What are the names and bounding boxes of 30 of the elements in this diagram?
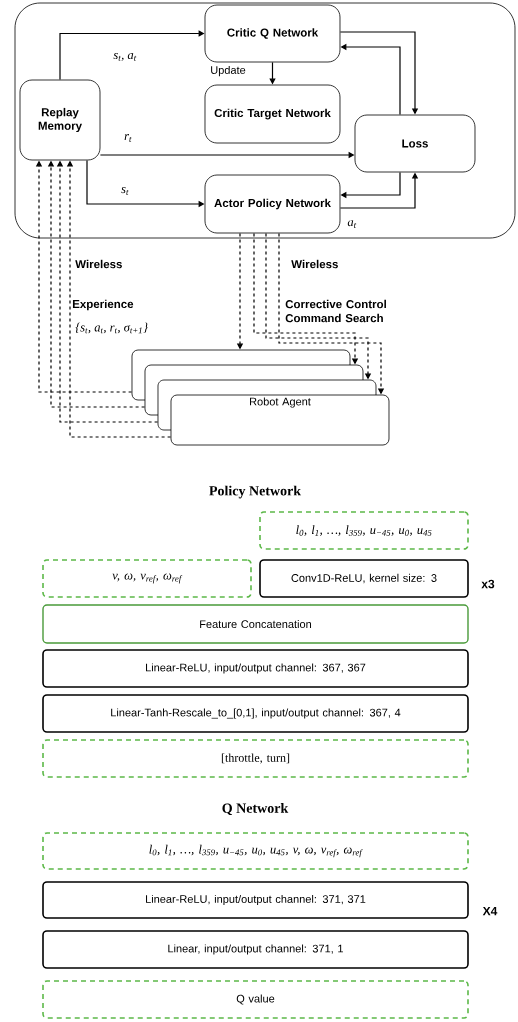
wireless-label: Wireless xyxy=(291,259,338,269)
repeat-label: x3 xyxy=(481,579,495,589)
process-box: Loss xyxy=(354,114,476,173)
edge-label: s$_{t}$, a$_{t}$ xyxy=(112,52,138,62)
input-box: v, ω, v$_{ref}$, ω$_{ref}$ xyxy=(42,559,252,598)
process-box: Critic Q Network xyxy=(204,4,341,63)
process-box: Replay Memory xyxy=(19,79,101,161)
section-heading: Policy Network xyxy=(209,485,302,499)
edge-label: a$_{t}$ xyxy=(346,219,358,229)
experience-label: Experience xyxy=(72,299,134,311)
edge-label: r$_{t}$ xyxy=(123,133,133,143)
process-box: Actor Policy Network xyxy=(204,174,341,234)
wireless-label: Wireless xyxy=(75,259,122,269)
layer-box: Linear-ReLU, input/output channel: 367, 367 xyxy=(42,649,469,688)
section-heading: Q Network xyxy=(222,803,289,815)
tuple-label: {s$_{t}$, a$_{t}$, r$_{t}$, σ$_{t+1}$} xyxy=(75,322,148,334)
repeat-label: X4 xyxy=(482,906,498,916)
input-box: l$_{0}$, l$_{1}$, …, l$_{359}$, u$_{−45}$, u$_{0}$, u$_{45}$, v, ω, v$_{ref}$, ω$_{ref}$ xyxy=(42,832,469,870)
layer-box: Linear-Tanh-Rescale_to_[0,1], input/output channel: 367, 4 xyxy=(42,694,469,733)
edge-label: s$_{t}$ xyxy=(120,186,130,196)
layer-box: Linear, input/output channel: 371, 1 xyxy=(42,930,469,969)
layer-box: Conv1D-ReLU, kernel size: 3 xyxy=(259,559,469,598)
layer-box: Feature Concatenation xyxy=(42,604,469,644)
agent-box: Robot Agent xyxy=(170,394,390,446)
process-box: Critic Target Network xyxy=(204,84,341,144)
input-box: l$_{0}$, l$_{1}$, …, l$_{359}$, u$_{−45}$, u$_{0}$, u$_{45}$ xyxy=(259,511,469,550)
output-box: Q value xyxy=(42,980,469,1019)
output-box: [throttle, turn] xyxy=(42,739,469,778)
layer-box: Linear-ReLU, input/output channel: 371, 371 xyxy=(42,881,469,919)
command-label: Corrective Control Command Search xyxy=(285,299,386,323)
